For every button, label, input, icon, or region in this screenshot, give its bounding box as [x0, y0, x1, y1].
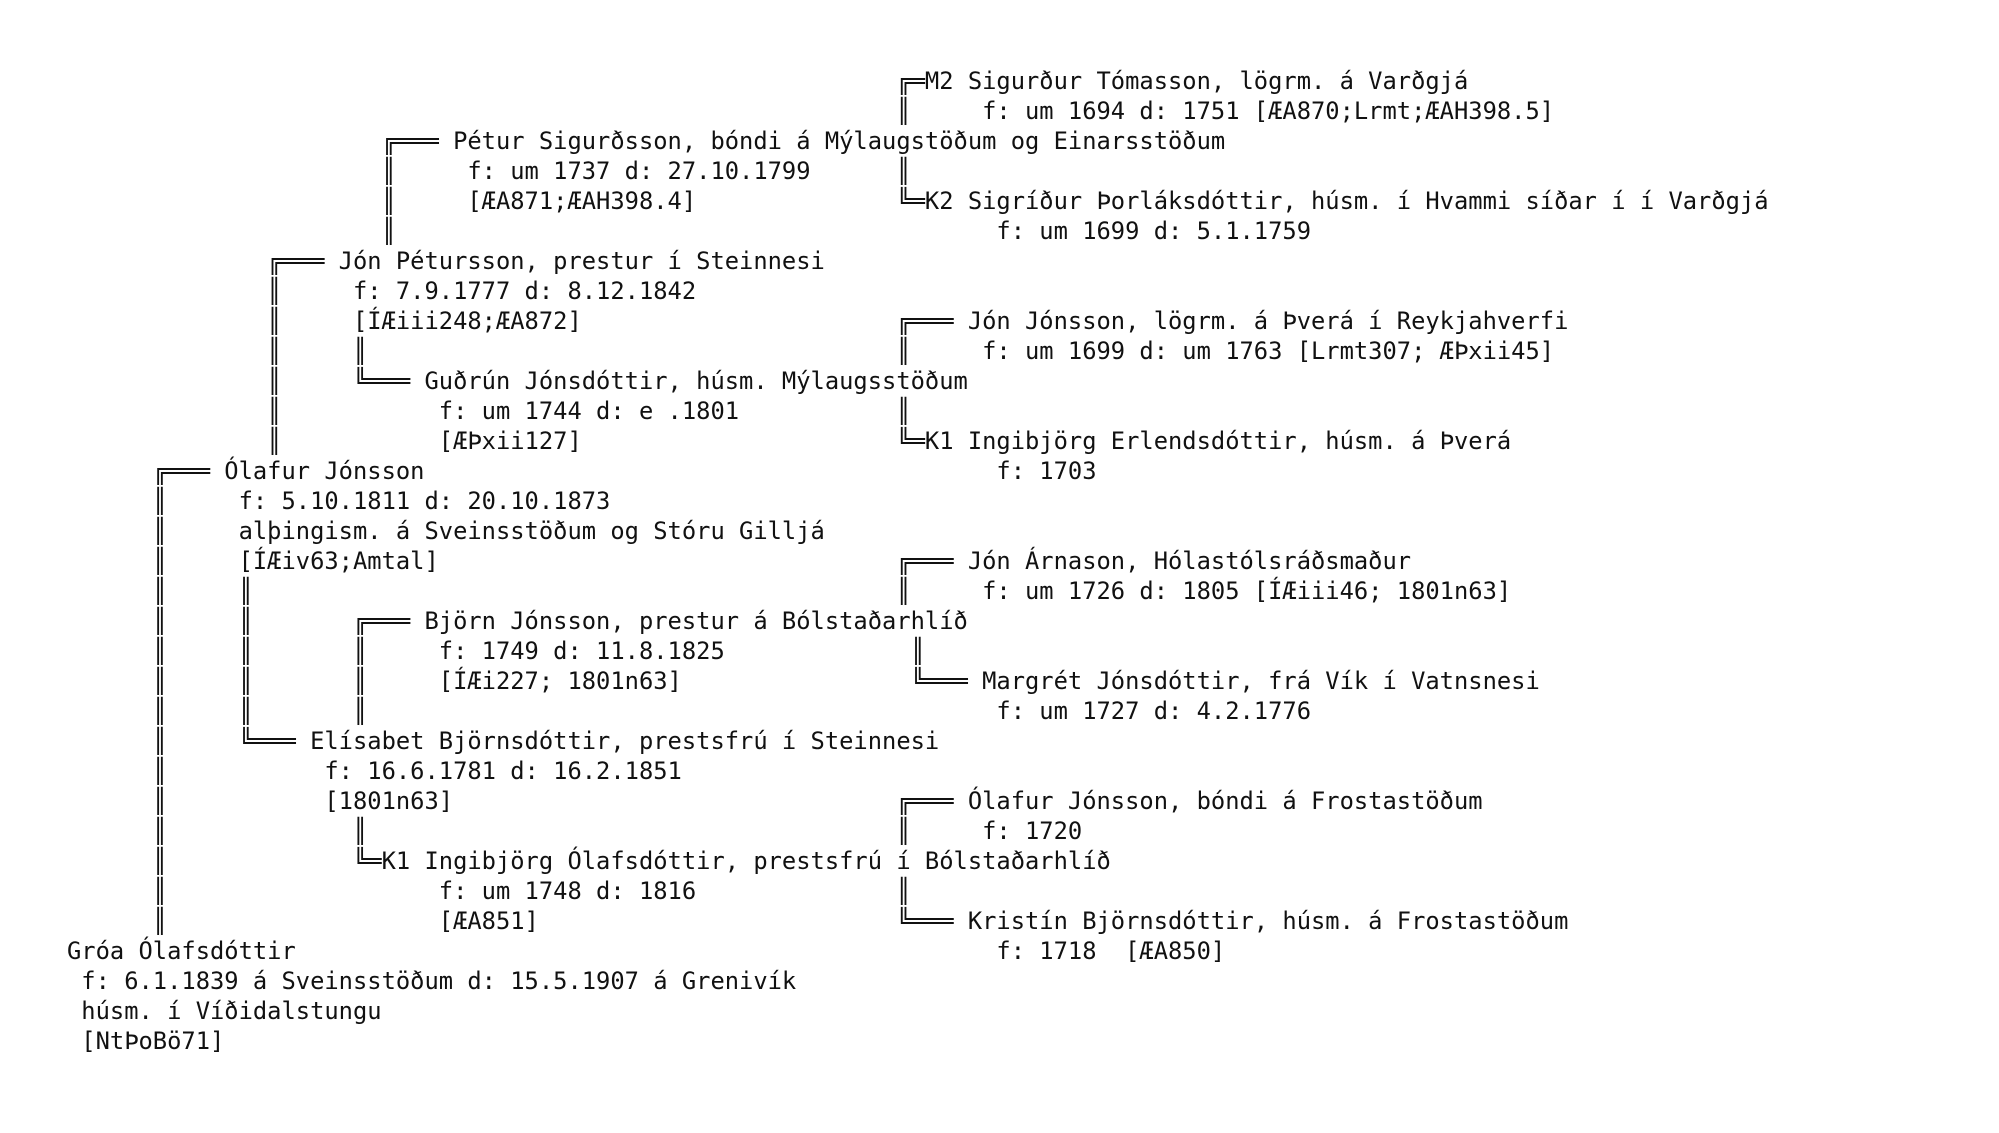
pedigree-line: ║ ╚═══ Guðrún Jónsdóttir, húsm. Mýlaugss… [67, 367, 968, 395]
pedigree-line: ║ f: 7.9.1777 d: 8.12.1842 [67, 277, 697, 305]
pedigree-line: ║ f: 16.6.1781 d: 16.2.1851 [67, 757, 682, 785]
pedigree-line: ╔═══ Ólafur Jónsson f: 1703 [67, 457, 1097, 485]
pedigree-line: ║ [ÆA871;ÆAH398.4] ╚═K2 Sigríður Þorláks… [67, 187, 1769, 215]
pedigree-line: ╔═══ Pétur Sigurðsson, bóndi á Mýlaugstö… [67, 127, 1226, 155]
pedigree-line: ╔═══ Jón Pétursson, prestur í Steinnesi [67, 247, 825, 275]
pedigree-line: ║ ╚═══ Elísabet Björnsdóttir, prestsfrú … [67, 727, 940, 755]
pedigree-line: f: 6.1.1839 á Sveinsstöðum d: 15.5.1907 … [67, 967, 797, 995]
pedigree-line: Gróa Ólafsdóttir f: 1718 [ÆA850] [67, 937, 1226, 965]
pedigree-line: ║ ║ ║ [ÍÆi227; 1801n63] ╚═══ Margrét Jón… [67, 667, 1540, 695]
pedigree-line: ║ ╚═K1 Ingibjörg Ólafsdóttir, prestsfrú … [67, 847, 1111, 875]
pedigree-line: ║ alþingism. á Sveinsstöðum og Stóru Gil… [67, 517, 825, 545]
pedigree-line: ║ ║ ║ f: um 1727 d: 4.2.1776 [67, 697, 1311, 725]
pedigree-line: ║ [ÍÆiii248;ÆA872] ╔═══ Jón Jónsson, lög… [67, 307, 1569, 335]
pedigree-line: ║ f: 5.10.1811 d: 20.10.1873 [67, 487, 611, 515]
pedigree-line: ║ f: um 1694 d: 1751 [ÆA870;Lrmt;ÆAH398.… [67, 97, 1555, 125]
pedigree-line: ║ ║ ║ f: 1749 d: 11.8.1825 ║ [67, 637, 925, 665]
pedigree-line: [NtÞoBö71] [67, 1027, 225, 1055]
pedigree-line: ║ ║ ║ f: um 1699 d: um 1763 [Lrmt307; ÆÞ… [67, 337, 1555, 365]
pedigree-line: ║ ║ ╔═══ Björn Jónsson, prestur á Bólsta… [67, 607, 968, 635]
pedigree-line: húsm. í Víðidalstungu [67, 997, 382, 1025]
pedigree-line: ║ f: um 1699 d: 5.1.1759 [67, 217, 1311, 245]
pedigree-line: ║ f: um 1748 d: 1816 ║ [67, 877, 911, 905]
pedigree-line: ║ ║ ║ f: um 1726 d: 1805 [ÍÆiii46; 1801n… [67, 577, 1512, 605]
pedigree-line: ║ [ÍÆiv63;Amtal] ╔═══ Jón Árnason, Hólas… [67, 547, 1412, 575]
pedigree-line: ╔═M2 Sigurður Tómasson, lögrm. á Varðgjá [67, 67, 1469, 95]
pedigree-line: ║ f: um 1737 d: 27.10.1799 ║ [67, 157, 911, 185]
pedigree-line: ║ ║ ║ f: 1720 [67, 817, 1083, 845]
pedigree-line: ║ f: um 1744 d: e .1801 ║ [67, 397, 911, 425]
pedigree-line: ║ [1801n63] ╔═══ Ólafur Jónsson, bóndi á… [67, 787, 1483, 815]
pedigree-line: ║ [ÆA851] ╚═══ Kristín Björnsdóttir, hús… [67, 907, 1569, 935]
pedigree-line: ║ [ÆÞxii127] ╚═K1 Ingibjörg Erlendsdótti… [67, 427, 1512, 455]
